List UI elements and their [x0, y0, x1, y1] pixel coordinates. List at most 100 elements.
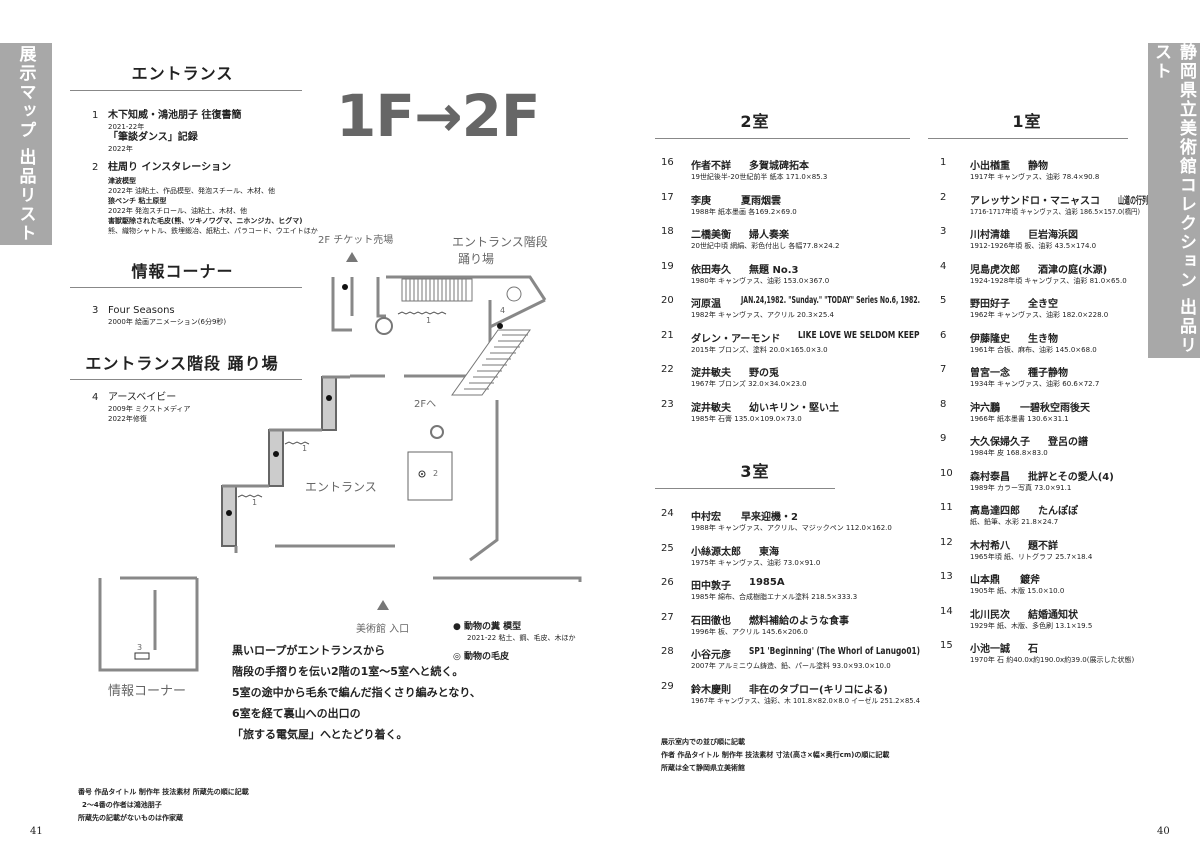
artwork-title: 鍍斧 [1020, 575, 1040, 586]
entry-number: 2 [92, 162, 99, 173]
artwork-title: JAN.24,1982. "Sunday." "TODAY" Series No… [741, 295, 920, 306]
artwork-title: 巨岩海浜図 [1028, 230, 1078, 241]
artwork-meta: 1984年 皮 168.8×83.0 [970, 449, 1048, 457]
artwork-meta: 1982年 キャンヴァス、アクリル 20.3×25.4 [691, 311, 834, 319]
label-n4: 4 [500, 306, 506, 315]
artwork-title: 幼いキリン・堅い土 [749, 402, 839, 414]
footnote-line: 所蔵先の記載がないものは作家蔵 [78, 814, 183, 822]
artwork-meta: 1985年 石膏 135.0×109.0×73.0 [691, 414, 802, 423]
left-entry-1: 1 木下知威・鴻池朋子 往復書簡 2021-22年 「筆談ダンス」記録 2022… [92, 110, 302, 155]
footnote-line: 所蔵は全て静岡県立美術館 [661, 764, 745, 772]
pillar-icon [375, 317, 393, 335]
artwork-meta: 1966年 紙本墨書 130.6×31.1 [970, 414, 1069, 423]
artwork-title: 石 [1028, 644, 1038, 655]
info-corner-rule [70, 287, 302, 288]
label-stair-landing-2: 踊り場 [458, 252, 495, 266]
label-ticket: 2F チケット売場 [318, 235, 394, 246]
artwork-artist: 李庚 [691, 195, 711, 207]
artwork-number: 4 [940, 260, 947, 272]
artwork-title: 生き物 [1028, 333, 1058, 345]
artwork-artist: 作者不詳 [691, 161, 731, 172]
info-corner-screen [134, 652, 150, 660]
artwork-artist: 高島達四郎 [970, 506, 1020, 517]
map-walls [98, 275, 582, 672]
artwork-number: 29 [661, 680, 674, 692]
right-side-tab: 静岡県立美術館コレクション 出品リスト [1148, 43, 1200, 358]
artwork-title: 全き空 [1028, 299, 1058, 310]
artwork-artist: 二橋美衡 [691, 230, 731, 241]
entrance-rule [70, 90, 302, 91]
pedestal [407, 451, 453, 501]
description-line: 5室の途中から毛糸で編んだ指くさり編みとなり、 [232, 686, 481, 699]
artwork-number: 19 [661, 260, 674, 272]
artwork-number: 15 [940, 640, 953, 651]
pillar-icon [506, 286, 522, 302]
artwork-artist: 山本鼎 [970, 575, 1000, 586]
top-stair [401, 278, 473, 302]
entry-line: 津波模型 [108, 177, 136, 185]
artwork-number: 28 [661, 646, 674, 657]
artwork-artist: 依田寿久 [691, 264, 731, 276]
room2-heading: 2室 [740, 112, 770, 131]
room3-rule [655, 488, 835, 489]
artwork-artist: 川村清雄 [970, 230, 1010, 241]
entry-title: Four Seasons [108, 305, 175, 316]
label-n1c: 1 [252, 498, 258, 507]
footnote-right: 展示室内での並び順に記載 作者 作品タイトル 制作年 技法素材 寸法(高さ×幅×… [661, 736, 889, 775]
entry-sub: 2009年 ミクストメディア [108, 405, 191, 413]
artwork-title: 非在のタブロー(キリコによる) [749, 684, 888, 696]
left-staircase [221, 375, 350, 553]
artwork-number: 20 [661, 295, 674, 306]
artwork-title: 東海 [759, 546, 779, 558]
entry-line: 2022年 発泡スチロール、油粘土、木材、他 [108, 207, 248, 215]
artwork-title: SP1 'Beginning' (The Whorl of Lanugo01) [749, 646, 920, 657]
artwork-artist: 中村宏 [691, 512, 721, 523]
legend-ring: ◎ 動物の毛皮 [453, 649, 509, 662]
diagonal-stair [451, 298, 546, 396]
footnote-line: 展示室内での並び順に記載 [661, 738, 745, 746]
dung-dot-icon [342, 284, 348, 290]
artwork-number: 9 [940, 433, 947, 444]
artwork-meta: 1967年 キャンヴァス、油彩、木 101.8×82.0×8.0 イーゼル 25… [691, 696, 920, 705]
entry-title: 柱周り インスタレーション [108, 162, 232, 173]
artwork-meta: 1917年 キャンヴァス、油彩 78.4×90.8 [970, 173, 1100, 181]
artwork-number: 5 [940, 295, 947, 306]
artwork-number: 13 [940, 571, 953, 582]
label-n3: 3 [137, 643, 143, 652]
artwork-artist: 木村希八 [970, 540, 1010, 552]
artwork-meta: 1975年 キャンヴァス、油彩 73.0×91.0 [691, 558, 821, 567]
description-line: 6室を経て裏山への出口の [232, 707, 361, 720]
artwork-title: 早来迎機・2 [741, 512, 798, 523]
info-corner-heading: 情報コーナー [131, 262, 234, 281]
legend-dot-icon: ● [453, 622, 461, 632]
legend-dot-sub-text: 2021-22 粘土、鋼、毛皮、木ほか [467, 634, 576, 642]
artwork-artist: 河原温 [691, 299, 721, 310]
artwork-artist: 森村泰昌 [970, 471, 1010, 483]
artwork-meta: 1934年 キャンヴァス、油彩 60.6×72.7 [970, 380, 1100, 388]
floor-title: 1F→2F [336, 82, 541, 150]
label-stair-landing: エントランス階段 [452, 235, 548, 249]
artwork-number: 12 [940, 536, 953, 548]
fur-ring-center-icon [421, 473, 423, 475]
artwork-number: 21 [661, 329, 674, 341]
artwork-meta: 1905年 紙、木版 15.0×10.0 [970, 587, 1065, 595]
dung-dot-icon [326, 395, 332, 401]
artwork-number: 26 [661, 577, 674, 588]
entry-sub-2: 2022年 [108, 145, 133, 153]
left-entry-3: 3 Four Seasons 2000年 絵画アニメーション(6分9秒) [92, 305, 302, 333]
stair-rule [70, 379, 302, 380]
artwork-artist: 伊藤隆史 [970, 333, 1010, 345]
